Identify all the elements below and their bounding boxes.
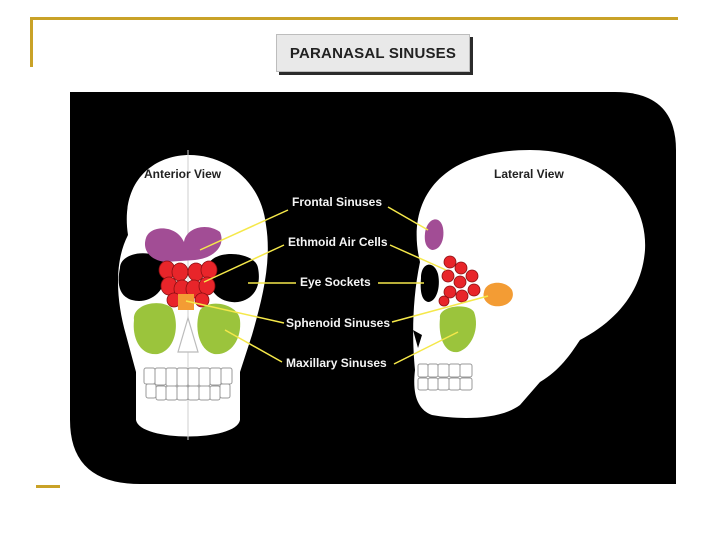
frame-top-rule — [30, 17, 678, 20]
anterior-nasal-cavity — [177, 315, 199, 353]
anterior-teeth — [143, 367, 233, 401]
anterior-maxillary-sinus-right — [197, 303, 241, 355]
slide-title: PARANASAL SINUSES — [276, 34, 470, 72]
frame-left-rule — [30, 17, 33, 67]
anterior-maxillary-sinus-left — [133, 303, 176, 355]
lateral-nasal-cavity — [413, 330, 422, 348]
label-ethmoid-air-cells: Ethmoid Air Cells — [288, 235, 388, 249]
lateral-teeth — [417, 363, 473, 391]
callout-labels: Frontal Sinuses Ethmoid Air Cells Eye So… — [286, 195, 390, 370]
anterior-sphenoid-sinus — [178, 294, 194, 310]
anterior-ethmoid-cells — [158, 260, 218, 308]
lateral-view-label: Lateral View — [494, 167, 564, 181]
label-maxillary-sinuses: Maxillary Sinuses — [286, 356, 387, 370]
anterior-eye-socket-left — [118, 253, 166, 301]
lateral-eye-socket — [420, 264, 439, 302]
frame-bottom-rule — [36, 485, 60, 488]
lateral-skull: Lateral View — [413, 150, 646, 418]
label-eye-sockets: Eye Sockets — [300, 275, 371, 289]
lateral-ethmoid-cells — [438, 255, 481, 307]
anterior-eye-socket-right — [207, 253, 259, 303]
anterior-frontal-sinus — [144, 227, 222, 262]
leader-lines — [185, 206, 489, 365]
lateral-frontal-sinus — [424, 219, 444, 250]
label-sphenoid-sinuses: Sphenoid Sinuses — [286, 316, 390, 330]
lateral-sphenoid-sinus — [483, 282, 513, 307]
lateral-maxillary-sinus — [439, 306, 477, 353]
anterior-skull: Anterior View — [118, 150, 268, 440]
anterior-view-label: Anterior View — [144, 167, 222, 181]
label-frontal-sinuses: Frontal Sinuses — [292, 195, 382, 209]
